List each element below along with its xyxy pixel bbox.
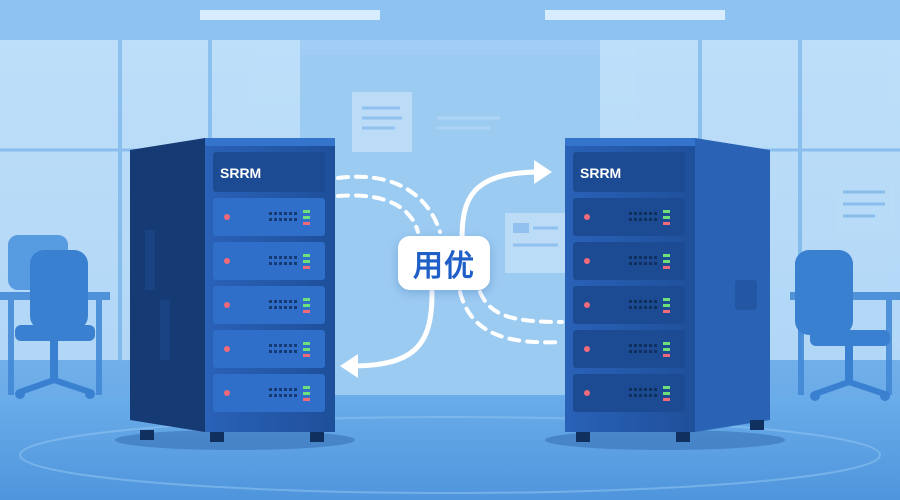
server-left-slot xyxy=(213,374,325,412)
server-left-slot xyxy=(213,242,325,280)
server-right-slot xyxy=(573,286,685,324)
server-left-slot xyxy=(213,198,325,236)
server-right-slot xyxy=(573,242,685,280)
optimization-badge: 用优 xyxy=(398,236,490,290)
server-right-slot xyxy=(573,374,685,412)
arrowhead-right xyxy=(534,160,552,184)
server-left-slot xyxy=(213,286,325,324)
wall-poster-left xyxy=(352,92,500,152)
floor-ring xyxy=(19,416,881,494)
ceiling xyxy=(0,0,900,40)
wall-poster-right xyxy=(505,213,565,273)
server-left-slots xyxy=(213,198,325,412)
arrow-to-right-server xyxy=(459,169,543,243)
server-label-left: SRRM xyxy=(220,165,261,181)
right-chair xyxy=(795,250,890,401)
left-chair-front xyxy=(15,250,95,399)
server-right-slot xyxy=(573,330,685,368)
server-left-slot xyxy=(213,330,325,368)
wall-poster-far-right xyxy=(835,178,895,238)
status-led-red xyxy=(224,214,230,220)
server-label-right: SRRM xyxy=(580,165,621,181)
server-rack-right: SRRM xyxy=(545,138,785,450)
server-left-side xyxy=(130,138,205,432)
server-rack-left: SRRM xyxy=(115,138,355,450)
ceiling-light-right xyxy=(545,10,725,20)
dashed-line-top-left xyxy=(336,174,442,234)
server-right-slots xyxy=(573,198,685,412)
arrowhead-left xyxy=(340,354,358,378)
dashed-line-bottom-right xyxy=(458,290,564,345)
arrow-to-left-server xyxy=(349,289,435,369)
status-led-green xyxy=(303,210,310,213)
server-right-side xyxy=(695,138,770,432)
data-flow-arrows xyxy=(336,169,564,369)
server-right-slot xyxy=(573,198,685,236)
ceiling-light-left xyxy=(200,10,380,20)
